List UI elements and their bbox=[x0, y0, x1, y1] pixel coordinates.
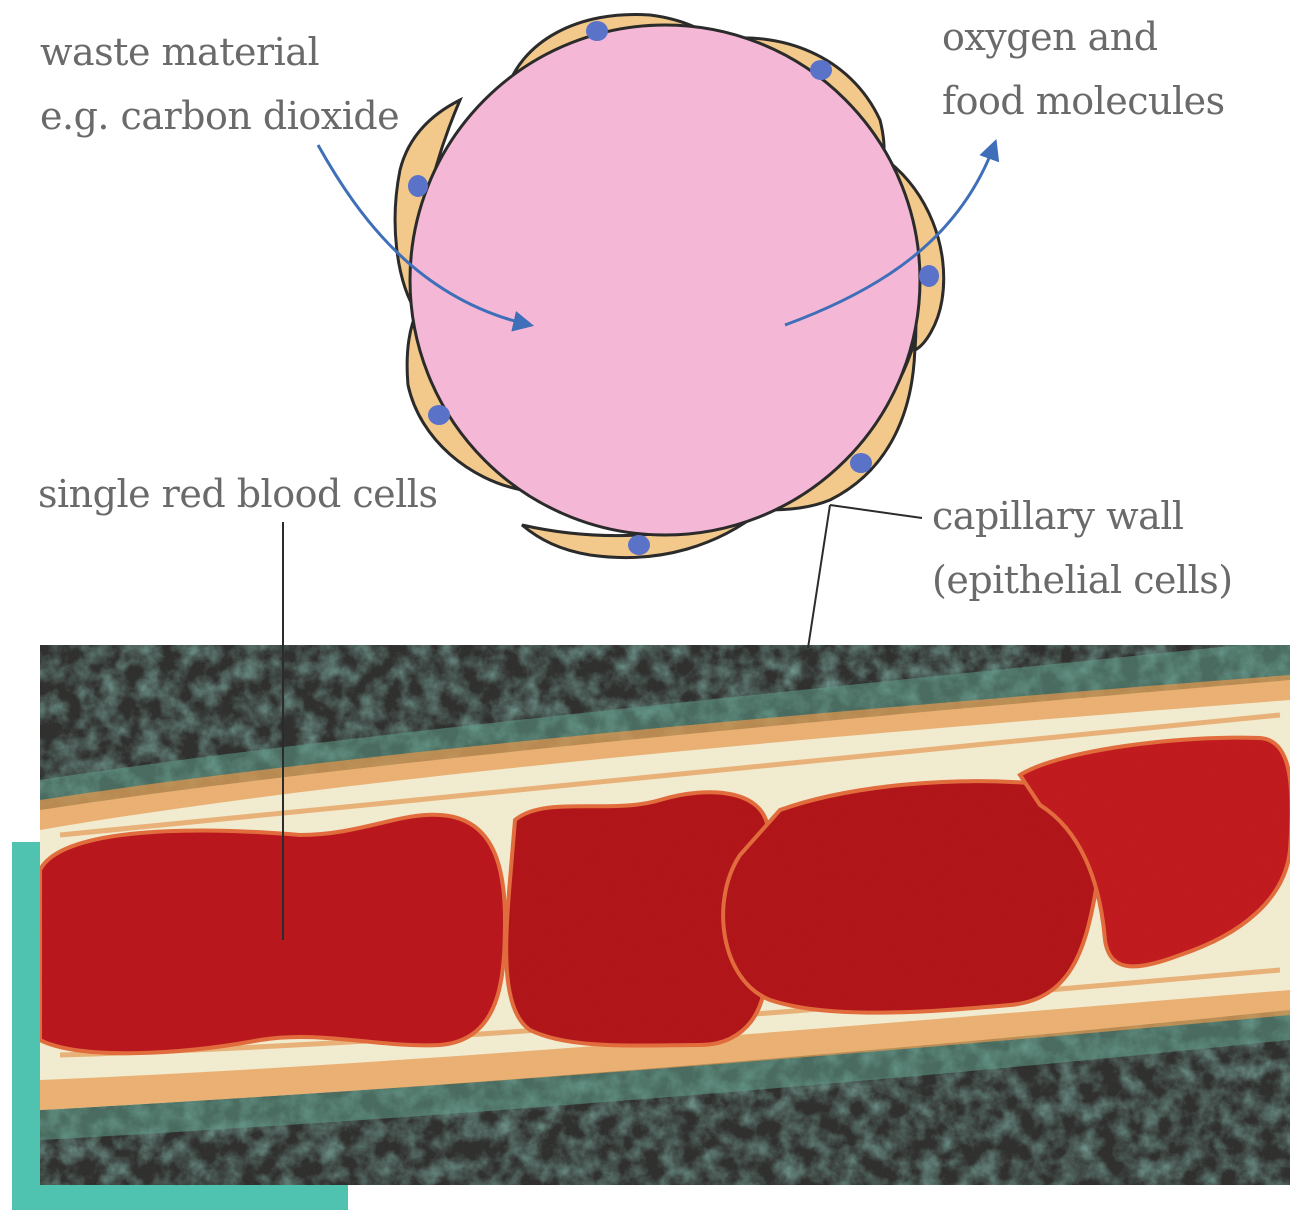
nucleus bbox=[919, 265, 939, 287]
waste-line-1: waste material bbox=[40, 30, 320, 74]
nucleus bbox=[850, 453, 872, 473]
teal-accent-bar-vertical bbox=[12, 842, 42, 1210]
capillary-cross-section bbox=[393, 12, 946, 559]
nucleus bbox=[586, 21, 608, 41]
oxygen-line-1: oxygen and bbox=[942, 15, 1158, 59]
oxygen-line-2: food molecules bbox=[942, 79, 1225, 123]
red-cells-text: single red blood cells bbox=[38, 472, 438, 516]
capillary-wall-label: capillary wall (epithelial cells) bbox=[932, 484, 1233, 612]
red-blood-cells-label: single red blood cells bbox=[38, 462, 438, 526]
capillary-wall-line-1: capillary wall bbox=[932, 494, 1184, 538]
nucleus bbox=[408, 175, 428, 197]
capillary-wall-leader-line-2 bbox=[807, 504, 831, 649]
capillary-lumen bbox=[408, 23, 922, 537]
capillary-wall-leader-line-1 bbox=[829, 504, 923, 519]
capillary-wall-line-2: (epithelial cells) bbox=[932, 558, 1233, 602]
nucleus bbox=[428, 405, 450, 425]
waste-inflow-arrow bbox=[316, 144, 535, 332]
nucleus bbox=[628, 535, 650, 555]
nucleus bbox=[810, 60, 832, 80]
teal-accent-bar-horizontal bbox=[12, 1184, 348, 1210]
capillary-micrograph bbox=[40, 645, 1290, 1185]
oxygen-food-label: oxygen and food molecules bbox=[942, 5, 1225, 133]
waste-material-label: waste material e.g. carbon dioxide bbox=[40, 20, 400, 148]
waste-line-2: e.g. carbon dioxide bbox=[40, 94, 400, 138]
oxygen-outflow-arrow bbox=[784, 139, 1000, 327]
